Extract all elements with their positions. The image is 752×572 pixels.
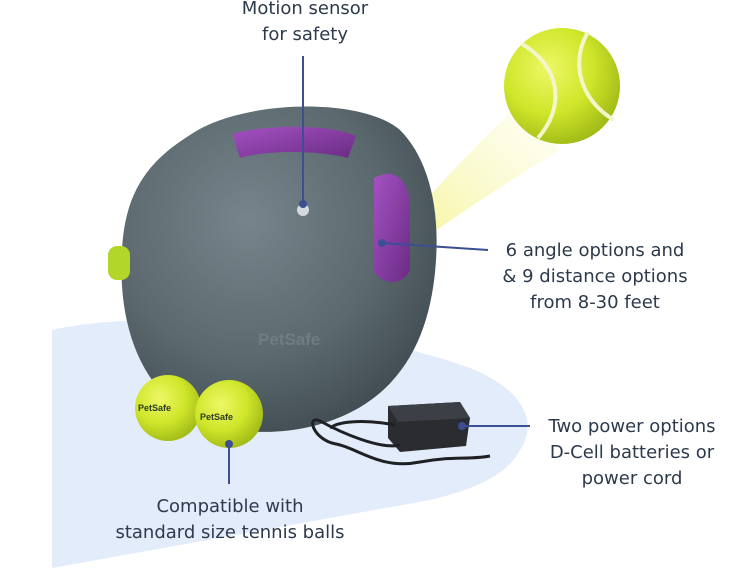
device-brand-mark: PetSafe bbox=[258, 330, 320, 349]
callout-dot-power bbox=[458, 422, 466, 430]
tennis-ball-right: PetSafe bbox=[195, 380, 263, 448]
motion-sensor-dot bbox=[297, 204, 309, 216]
callout-power-options: Two power options D-Cell batteries or po… bbox=[522, 414, 742, 492]
callout-text-line: power cord bbox=[581, 468, 683, 489]
power-adapter bbox=[311, 402, 491, 466]
callout-motion-sensor: Motion sensor for safety bbox=[205, 0, 405, 48]
callout-angle-distance: 6 angle options and & 9 distance options… bbox=[470, 238, 720, 316]
ball-launcher-device: PetSafe bbox=[108, 106, 437, 432]
callout-dot-motion bbox=[299, 200, 307, 208]
callout-text-line: Two power options bbox=[548, 416, 716, 437]
ball-brand-mark: PetSafe bbox=[138, 403, 171, 413]
callout-text-line: Compatible with bbox=[156, 496, 304, 517]
launch-opening bbox=[374, 173, 410, 282]
callout-text-line: from 8-30 feet bbox=[530, 292, 660, 313]
callout-text-line: for safety bbox=[261, 24, 348, 45]
ball-brand-mark: PetSafe bbox=[200, 412, 233, 422]
callout-ball-compatibility: Compatible with standard size tennis bal… bbox=[90, 494, 370, 546]
callout-text-line: Motion sensor bbox=[241, 0, 369, 19]
launch-beam bbox=[395, 104, 560, 252]
callout-text-line: standard size tennis balls bbox=[115, 522, 345, 543]
callout-dot-balls bbox=[225, 440, 233, 448]
callout-dot-angle bbox=[378, 239, 386, 247]
callout-lines bbox=[225, 56, 530, 484]
callout-text-line: D-Cell batteries or bbox=[549, 442, 715, 463]
tennis-ball-left: PetSafe bbox=[135, 375, 201, 441]
flying-tennis-ball bbox=[504, 28, 620, 144]
callout-text-line: 6 angle options and bbox=[505, 240, 685, 261]
handle-opening bbox=[232, 126, 356, 158]
callout-text-line: & 9 distance options bbox=[502, 266, 688, 287]
power-cord bbox=[311, 418, 491, 466]
side-dial bbox=[108, 246, 130, 280]
callout-line-angle bbox=[381, 242, 489, 251]
